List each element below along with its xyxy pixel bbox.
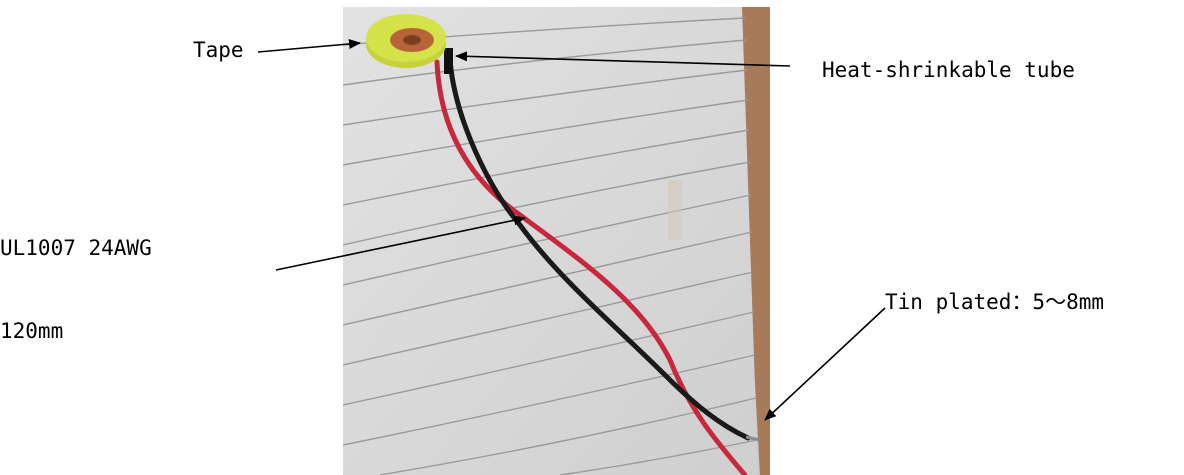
label-wire-length: 120mm	[0, 319, 64, 343]
callout-arrows	[257, 38, 886, 421]
label-tin-plated: Tin plated：5～8mm	[885, 290, 1105, 314]
arrow-tin-plated	[764, 307, 886, 421]
arrow-wire	[275, 215, 526, 271]
label-heat-shrink: Heat-shrinkable tube	[822, 58, 1075, 82]
paper-lines	[343, 17, 758, 475]
table-surface	[740, 7, 770, 475]
label-wire-spec: UL1007 24AWG	[0, 236, 152, 260]
heat-shrink-tube	[444, 48, 453, 74]
tin-plated-tip	[745, 435, 761, 442]
arrow-tape	[257, 38, 361, 53]
toroid-core	[366, 14, 446, 68]
product-photo	[343, 7, 770, 475]
paper-smudge	[668, 180, 682, 240]
arrow-heat-shrink	[455, 51, 791, 67]
red-wire	[434, 59, 748, 475]
black-wire	[447, 57, 751, 441]
label-tape: Tape	[193, 38, 244, 62]
